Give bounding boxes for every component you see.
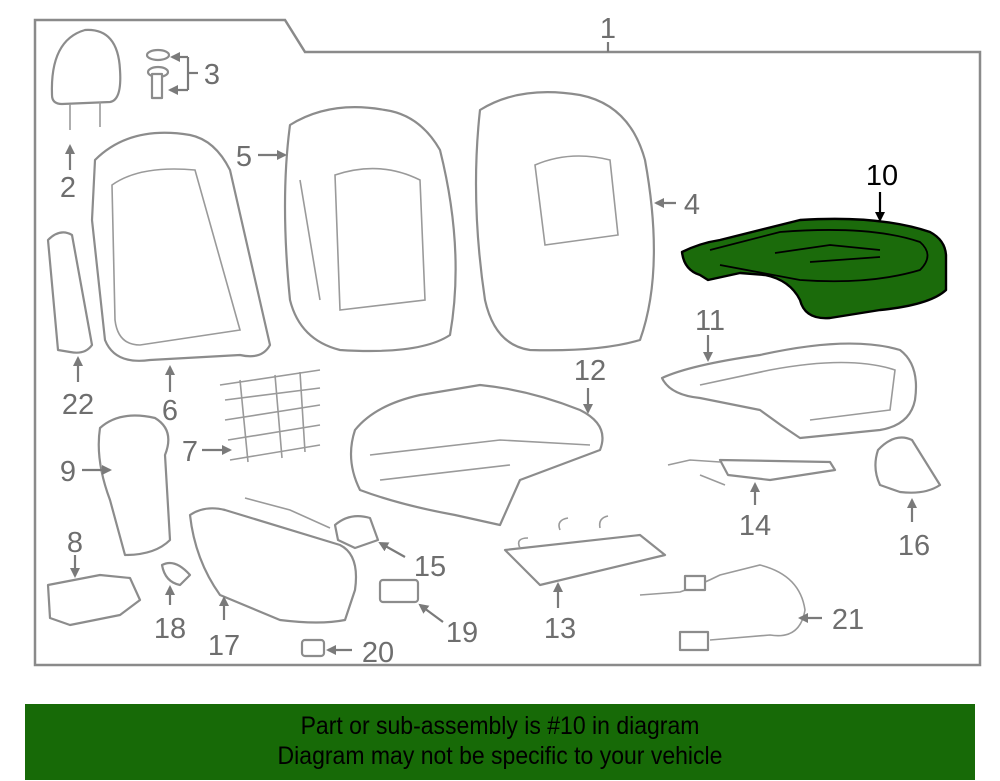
callout-1: 1 xyxy=(600,13,616,52)
part-5-seatback-pad[interactable] xyxy=(283,106,457,353)
callout-2: 2 xyxy=(60,144,76,204)
callout-16: 16 xyxy=(898,498,930,562)
callout-14: 14 xyxy=(739,482,771,542)
part-12-seat-frame[interactable] xyxy=(349,383,604,527)
svg-text:1: 1 xyxy=(600,13,616,45)
svg-text:5: 5 xyxy=(236,141,252,173)
callout-3: 3 xyxy=(168,52,220,95)
callout-8: 8 xyxy=(67,527,83,578)
part-3-headrest-guides[interactable] xyxy=(145,48,171,100)
seat-parts-diagram: 1 2 3 4 5 6 7 8 9 10 11 12 13 14 15 16 1… xyxy=(33,13,982,669)
part-6-seatback-frame[interactable] xyxy=(90,131,272,362)
callout-21: 21 xyxy=(798,604,864,636)
part-7-seat-springs[interactable] xyxy=(219,369,321,463)
part-info-banner: Part or sub-assembly is #10 in diagram D… xyxy=(25,704,975,780)
callout-6: 6 xyxy=(162,365,178,427)
part-13-support-assembly[interactable] xyxy=(503,515,667,587)
part-4-seatback-cover[interactable] xyxy=(474,91,655,352)
part-18-knob[interactable] xyxy=(160,561,192,587)
svg-text:2: 2 xyxy=(60,172,76,204)
part-19-switch[interactable] xyxy=(378,578,420,604)
callout-4: 4 xyxy=(654,189,700,221)
callout-13: 13 xyxy=(544,582,576,645)
part-14-sensor-mat[interactable] xyxy=(667,458,837,486)
part-17-side-shield[interactable] xyxy=(188,507,358,624)
svg-text:14: 14 xyxy=(739,510,771,542)
svg-text:18: 18 xyxy=(154,613,186,645)
callout-10: 10 xyxy=(866,160,898,222)
svg-text:3: 3 xyxy=(204,59,220,91)
svg-text:22: 22 xyxy=(62,389,94,421)
callout-18: 18 xyxy=(154,585,186,645)
callout-7: 7 xyxy=(182,436,232,468)
part-22-side-panel[interactable] xyxy=(46,231,94,354)
callout-17: 17 xyxy=(208,596,240,662)
callout-9: 9 xyxy=(60,456,112,488)
banner-line-part: Part or sub-assembly is #10 in diagram xyxy=(300,712,700,740)
svg-text:8: 8 xyxy=(67,527,83,559)
callout-19: 19 xyxy=(418,603,478,649)
part-2-headrest[interactable] xyxy=(50,28,122,130)
part-8-switch-module[interactable] xyxy=(46,573,142,627)
svg-text:20: 20 xyxy=(362,637,394,669)
banner-line-disclaimer: Diagram may not be specific to your vehi… xyxy=(277,742,723,770)
svg-text:21: 21 xyxy=(832,604,864,636)
svg-text:17: 17 xyxy=(208,630,240,662)
part-9-support-panel[interactable] xyxy=(97,414,172,557)
callout-15: 15 xyxy=(378,542,446,583)
svg-text:7: 7 xyxy=(182,436,198,468)
svg-text:11: 11 xyxy=(695,305,725,337)
svg-text:15: 15 xyxy=(414,551,446,583)
svg-text:9: 9 xyxy=(60,456,76,488)
svg-text:10: 10 xyxy=(866,160,898,192)
svg-text:16: 16 xyxy=(898,530,930,562)
part-11-seat-cushion-cover[interactable] xyxy=(660,342,918,440)
svg-text:6: 6 xyxy=(162,395,178,427)
svg-text:13: 13 xyxy=(544,613,576,645)
part-20-knob[interactable] xyxy=(300,638,326,658)
diagram-frame xyxy=(33,18,982,667)
svg-text:19: 19 xyxy=(446,617,478,649)
part-15-harness-switch[interactable] xyxy=(244,497,380,550)
callout-5: 5 xyxy=(236,141,287,173)
callout-11: 11 xyxy=(695,305,725,362)
svg-text:12: 12 xyxy=(574,355,606,387)
callout-22: 22 xyxy=(62,356,94,421)
callout-20: 20 xyxy=(326,637,394,669)
part-10-seat-cushion-pad[interactable] xyxy=(680,217,948,320)
part-21-wiring-harness[interactable] xyxy=(639,564,806,652)
callout-12: 12 xyxy=(574,355,606,414)
part-16-trim-cover[interactable] xyxy=(874,436,942,494)
svg-text:4: 4 xyxy=(684,189,700,221)
